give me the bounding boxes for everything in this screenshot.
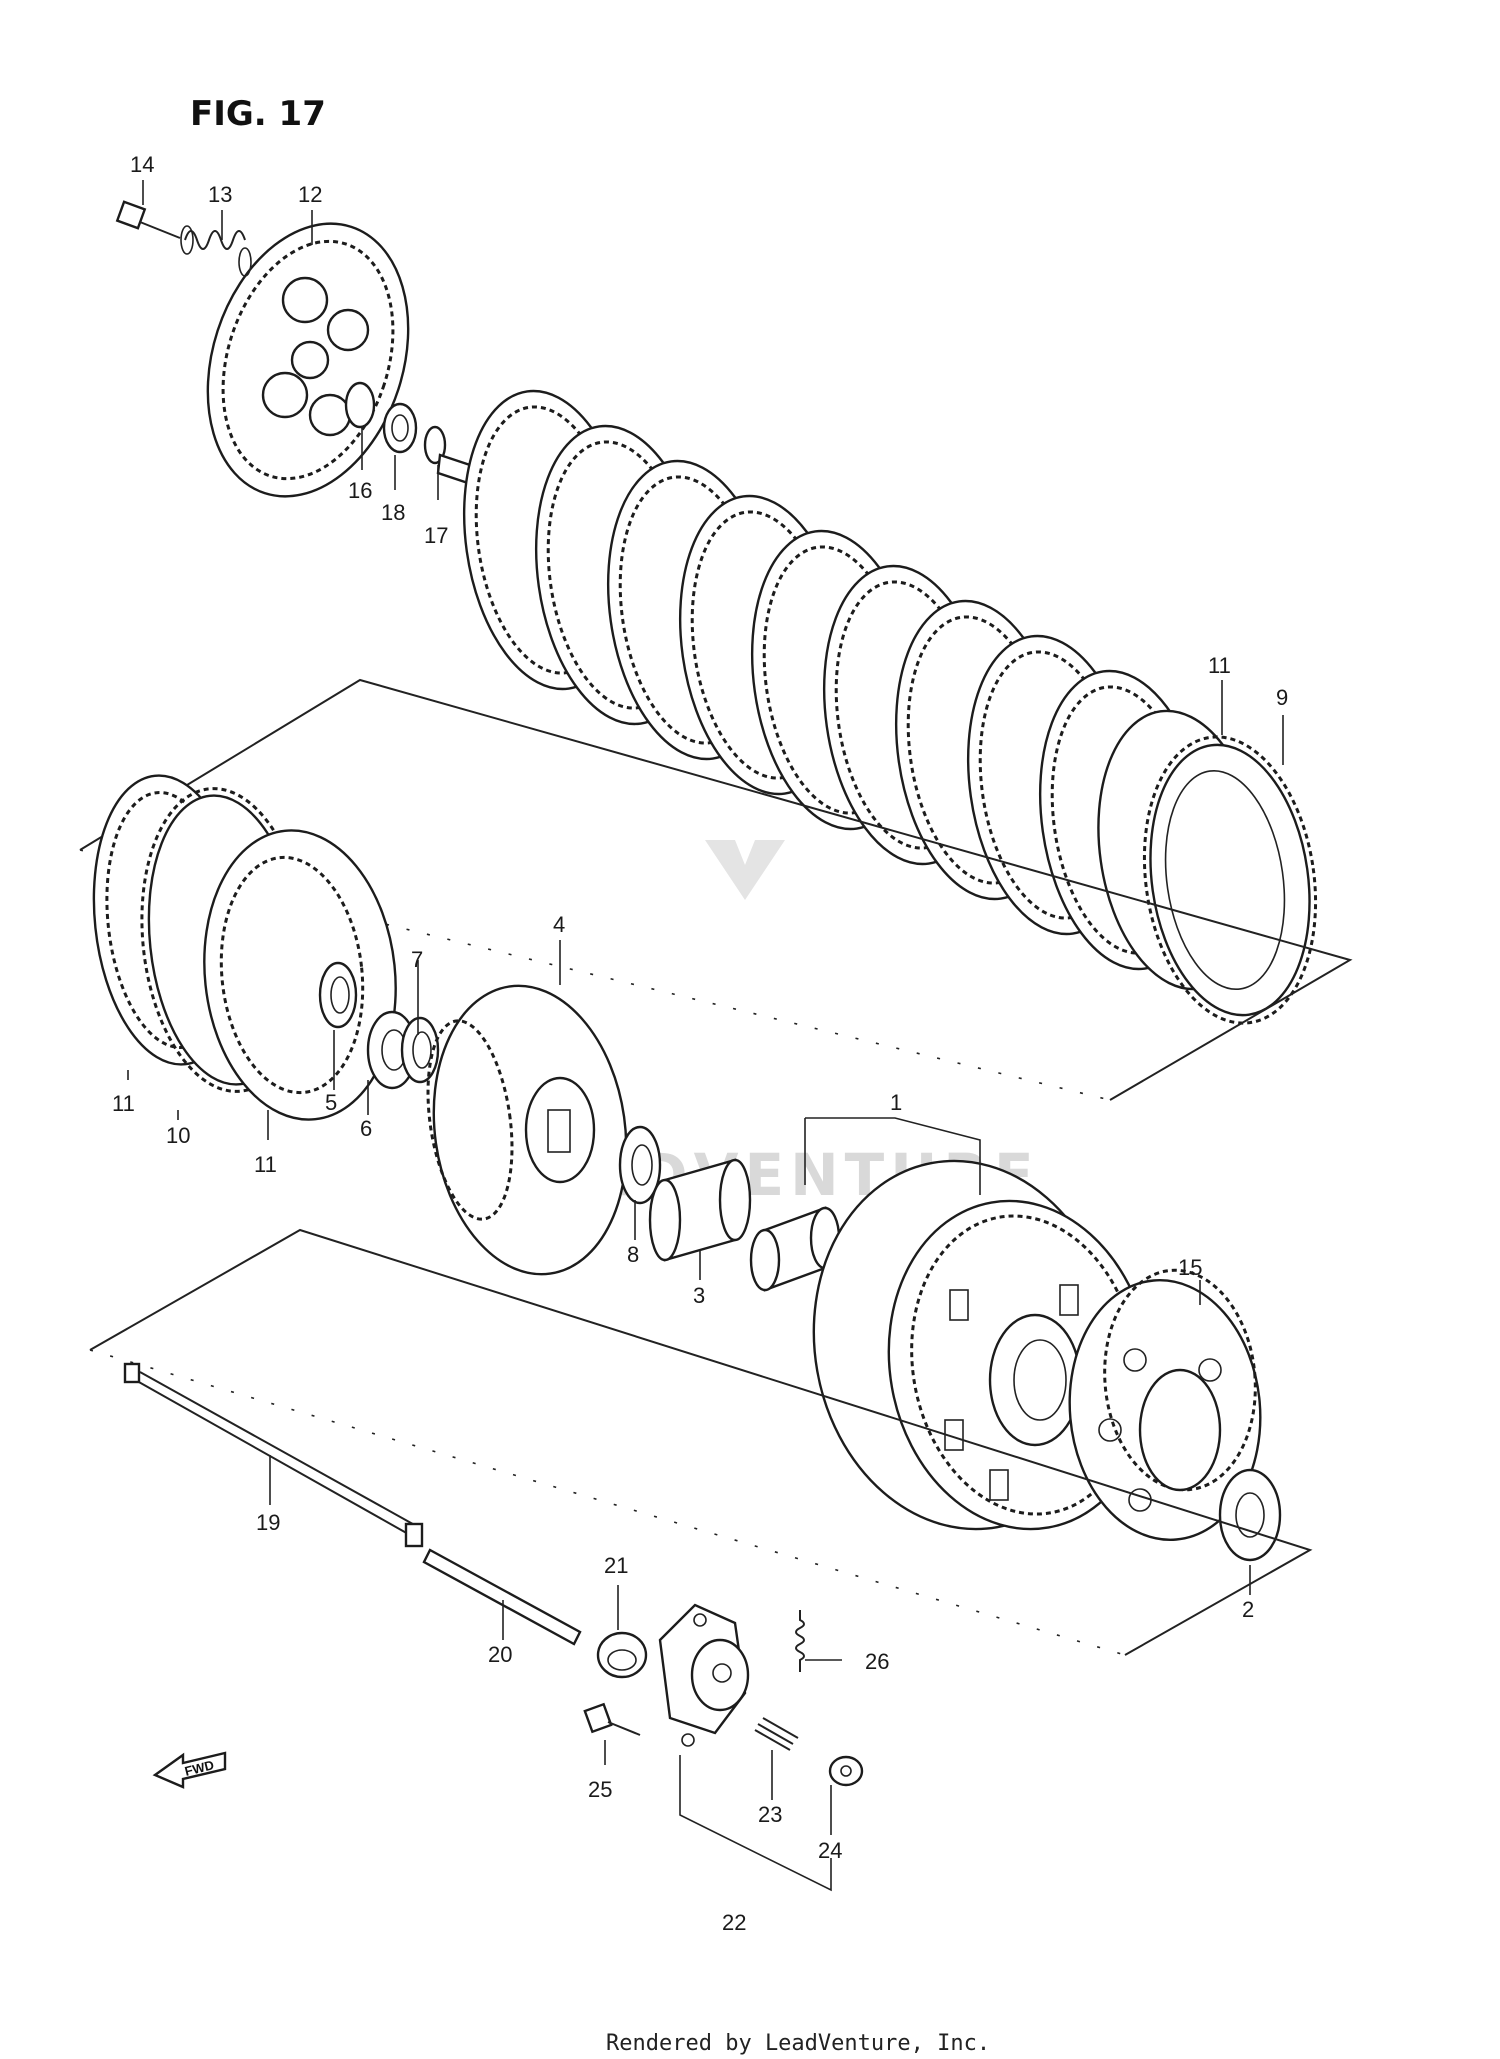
callout-14: 14 — [130, 152, 154, 177]
callout-22: 22 — [722, 1910, 746, 1935]
footer-credit: Rendered by LeadVenture, Inc. — [606, 2031, 990, 2056]
washer-7 — [400, 1016, 440, 1084]
callout-23: 23 — [758, 1802, 782, 1827]
callout-16: 16 — [348, 478, 372, 503]
callout-26: 26 — [865, 1649, 889, 1674]
bearing-16 — [344, 381, 376, 429]
bearing-18 — [382, 402, 418, 454]
callouts: 14 13 12 16 18 17 11 9 4 7 5 6 11 10 11 … — [112, 152, 1288, 1935]
callout-5: 5 — [325, 1090, 337, 1115]
clutch-plate-stack — [462, 389, 1263, 991]
washer-8 — [618, 1125, 662, 1205]
spring-13 — [180, 225, 252, 277]
figure-title: FIG. 17 — [190, 94, 326, 134]
driven-plate-9 — [1142, 735, 1318, 1025]
callout-12: 12 — [298, 182, 322, 207]
pushrod-19 — [123, 1362, 424, 1548]
washer-2 — [1218, 1468, 1282, 1562]
callout-9: 9 — [1276, 685, 1288, 710]
spacer-1 — [749, 1206, 841, 1292]
screw-23 — [754, 1717, 799, 1751]
callout-4: 4 — [553, 912, 565, 937]
release-assembly-22 — [658, 1603, 750, 1747]
callout-21: 21 — [604, 1553, 628, 1578]
callout-15: 15 — [1178, 1255, 1202, 1280]
callout-11-left: 11 — [112, 1091, 135, 1116]
starter-gear-15 — [1068, 1268, 1262, 1541]
callout-11-middle: 11 — [254, 1152, 277, 1177]
leader-lines — [127, 180, 1284, 1892]
callout-2: 2 — [1242, 1597, 1254, 1622]
callout-24: 24 — [818, 1838, 842, 1863]
callout-6: 6 — [360, 1116, 372, 1141]
spring-26 — [795, 1610, 805, 1672]
washer-5 — [318, 961, 358, 1029]
clutch-hub-4 — [426, 984, 628, 1276]
callout-8: 8 — [627, 1242, 639, 1267]
bolt-25 — [583, 1702, 641, 1736]
callout-17: 17 — [424, 523, 448, 548]
fwd-arrow-label: FWD — [183, 1757, 215, 1779]
callout-25: 25 — [588, 1777, 612, 1802]
pushrod-20 — [422, 1548, 582, 1646]
callout-13: 13 — [208, 182, 232, 207]
callout-20: 20 — [488, 1642, 512, 1667]
pressure-plate-12 — [206, 222, 410, 498]
callout-18: 18 — [381, 500, 405, 525]
callout-19: 19 — [256, 1510, 280, 1535]
bolt-14 — [115, 200, 181, 239]
callout-11-right: 11 — [1208, 653, 1231, 678]
callout-3: 3 — [693, 1283, 705, 1308]
callout-10: 10 — [166, 1123, 190, 1148]
seal-21 — [596, 1631, 648, 1679]
callout-7: 7 — [411, 947, 423, 972]
left-plate-group — [92, 774, 397, 1121]
nut-24 — [828, 1755, 864, 1787]
fwd-arrow-icon: FWD — [152, 1751, 227, 1789]
needle-bearing-3 — [648, 1158, 752, 1262]
callout-1: 1 — [890, 1090, 902, 1115]
